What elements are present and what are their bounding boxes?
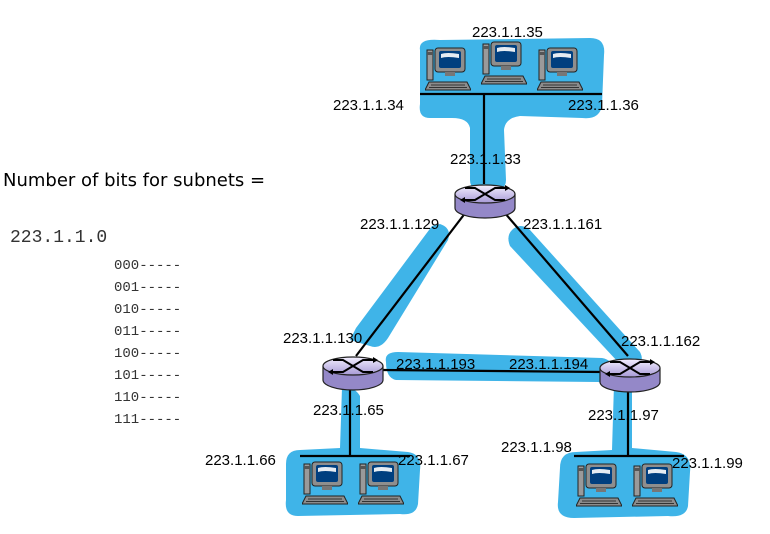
host-bottom-right-1-icon [576,463,622,507]
ip-label: 223.1.1.193 [396,356,476,373]
host-top-left-icon [425,47,471,91]
host-bottom-left-1-icon [302,461,348,505]
host-top-right-icon [537,47,583,91]
ip-label: 223.1.1.67 [398,452,469,469]
ip-label: 223.1.1.161 [523,216,603,233]
router-right-icon [599,358,661,393]
ip-label: 223.1.1.34 [333,97,404,114]
router-top-icon [454,184,516,219]
router-left-icon [322,356,384,391]
ip-label: 223.1.1.33 [450,151,521,168]
subnet-pattern: 100----- [114,346,182,362]
ip-label: 223.1.1.35 [472,24,543,41]
subnet-pattern: 001----- [114,280,182,296]
subnet-pattern: 011----- [114,324,182,340]
subnet-top [419,38,605,192]
subnet-pattern: 111----- [114,412,182,428]
host-top-center-icon [481,41,527,85]
link-router-top-left [355,211,467,357]
subnet-pattern: 010----- [114,302,182,318]
subnet-pattern: 110----- [114,390,182,406]
link-router-left-right [381,368,605,374]
subnet-left [350,224,449,347]
links [300,92,684,458]
subnet-bottom-link [385,352,613,383]
ip-label: 223.1.1.97 [588,407,659,424]
ip-label: 223.1.1.129 [360,216,440,233]
ip-label: 223.1.1.98 [501,439,572,456]
ip-label: 223.1.1.65 [313,402,384,419]
ip-label: 223.1.1.194 [509,356,589,373]
ip-label: 223.1.1.99 [672,455,743,472]
ip-label: 223.1.1.162 [621,333,701,350]
ip-label: 223.1.1.66 [205,452,276,469]
subnet-pattern: 000----- [114,258,182,274]
subnet-bits-question: Number of bits for subnets = [3,170,266,191]
ip-label: 223.1.1.130 [283,330,363,347]
base-address: 223.1.1.0 [10,228,108,248]
link-router-top-right [503,211,629,357]
subnet-pattern: 101----- [114,368,182,384]
ip-label: 223.1.1.36 [568,97,639,114]
